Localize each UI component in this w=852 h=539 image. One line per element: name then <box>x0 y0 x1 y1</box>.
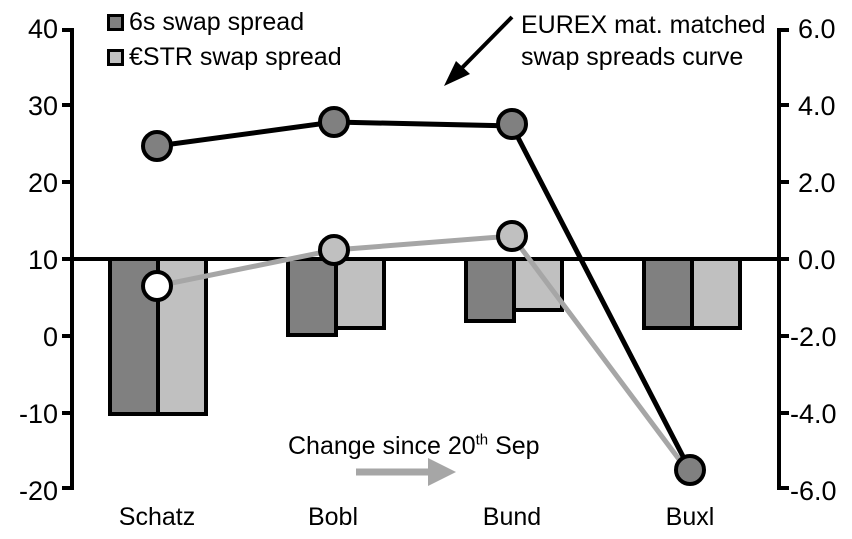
series-line-change-since <box>156 233 693 476</box>
marker-change-bund <box>496 220 528 252</box>
marker-change-schatz <box>141 270 173 302</box>
annotation-arrow-eurex <box>444 15 514 86</box>
annotation-arrow-change <box>356 458 456 486</box>
annotation-change-suffix: Sep <box>488 432 540 460</box>
bar-6s-bobl <box>286 257 338 337</box>
left-axis-tick-30: 30 <box>27 91 58 121</box>
right-axis-tick-4: 4.0 <box>798 91 836 121</box>
bar-6s-bund <box>464 257 516 323</box>
right-axis-tick-2: 2.0 <box>798 168 836 198</box>
legend-label-estr-swap-spread: €STR swap spread <box>129 43 342 71</box>
annotation-curve-note-line2: swap spreads curve <box>521 43 744 71</box>
right-axis-tick-0: 0.0 <box>798 245 836 275</box>
category-label-bund: Bund <box>482 503 542 531</box>
legend-item-estr-swap-spread[interactable]: €STR swap spread <box>107 45 342 70</box>
bar-estr-schatz <box>156 257 208 416</box>
left-axis-tick-10: 10 <box>27 245 58 275</box>
marker-change-bobl <box>318 234 350 266</box>
bar-estr-bobl <box>334 257 386 330</box>
annotation-change-superscript: th <box>475 431 489 449</box>
marker-eurex-bund <box>496 108 528 140</box>
legend-swatch-dark <box>107 14 124 31</box>
annotation-change-prefix: Change since 20 <box>288 432 476 460</box>
left-axis-tick-40: 40 <box>27 14 58 44</box>
annotation-change-since: Change since 20th Sep <box>288 431 540 460</box>
legend-swatch-light <box>107 49 124 66</box>
category-label-schatz: Schatz <box>118 503 196 531</box>
marker-eurex-buxl <box>674 454 706 486</box>
right-axis <box>777 28 789 490</box>
series-line-eurex-curve <box>156 119 693 472</box>
right-axis-tick-neg4: -4.0 <box>790 399 837 429</box>
legend-label-6s-swap-spread: 6s swap spread <box>129 8 305 36</box>
bar-estr-bund <box>512 257 564 312</box>
left-axis <box>62 28 74 490</box>
category-label-buxl: Buxl <box>665 503 715 531</box>
left-axis-tick-neg20: -20 <box>18 476 58 506</box>
bar-estr-buxl <box>690 257 742 330</box>
legend-item-6s-swap-spread[interactable]: 6s swap spread <box>107 10 304 35</box>
bar-6s-buxl <box>642 257 694 330</box>
left-axis-tick-0: 0 <box>42 322 58 352</box>
left-axis-tick-neg10: -10 <box>18 399 58 429</box>
right-axis-tick-neg2: -2.0 <box>790 322 837 352</box>
annotation-curve-note-line1: EUREX mat. matched <box>521 11 766 39</box>
category-label-bobl: Bobl <box>307 503 359 531</box>
right-axis-tick-neg6: -6.0 <box>790 476 837 506</box>
right-axis-tick-6: 6.0 <box>798 14 836 44</box>
left-axis-tick-20: 20 <box>27 168 58 198</box>
marker-eurex-schatz <box>141 130 173 162</box>
marker-eurex-bobl <box>318 106 350 138</box>
